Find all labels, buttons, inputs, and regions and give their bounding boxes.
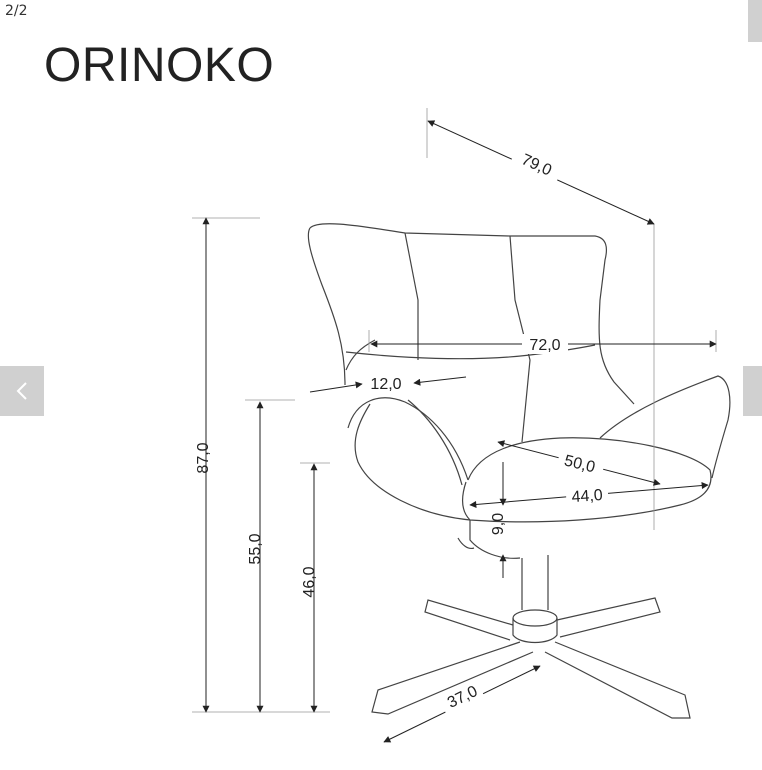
next-image-button[interactable] [743,366,762,416]
label-armrest-height: 55,0 [247,533,264,564]
label-seat-thickness: 9,0 [490,513,507,535]
dim-line-armrest-width-a [309,381,363,393]
label-total-height: 87,0 [195,442,212,473]
image-counter: 2/2 [5,3,28,19]
chair-outline [307,223,731,719]
scroll-tab[interactable] [748,0,762,42]
label-seat-height: 46,0 [301,566,318,597]
previous-image-button[interactable] [0,366,44,416]
product-title: ORINOKO [44,39,275,92]
chevron-left-icon [16,382,27,400]
label-seat-width: 44,0 [571,487,603,506]
dim-line-armrest-width-b [413,376,467,386]
label-backrest-width: 72,0 [529,337,560,354]
label-armrest-width: 12,0 [370,376,401,393]
